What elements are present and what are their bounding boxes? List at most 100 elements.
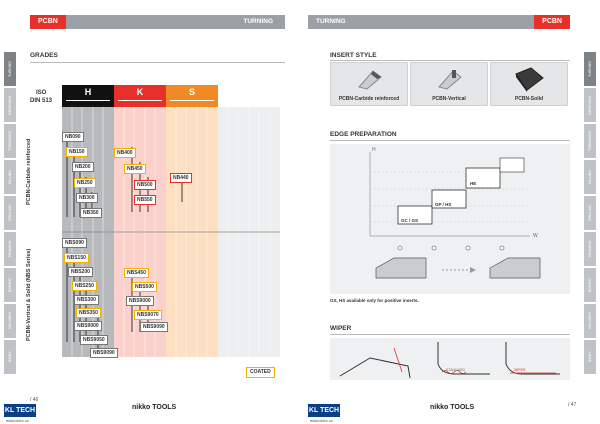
tab-turning-right[interactable]: TURNING [584,52,596,86]
grade-box: NBS9090 [90,348,118,358]
tab-reaming-left[interactable]: REAMING [4,232,16,266]
right-website: www.kltec.cz [310,418,333,423]
h-arrow-line [66,100,110,101]
grade-box: NBS300 [74,295,99,305]
insert-label: PCBN-Solid [514,96,544,102]
insert-vertical: PCBN-Vertical [410,62,488,106]
insert-solid: PCBN-Solid [490,62,568,106]
grade-box: NBS150 [64,253,89,263]
tab-index-right[interactable]: INDEX [584,340,596,374]
tab-boring-right[interactable]: BORING [584,268,596,302]
edge-axis-h: H [372,147,376,153]
group2-label: PCBN-Vertical & Solid (NBS Series) [26,248,32,342]
grade-box: NBS200 [68,267,93,277]
left-header-title: TURNING [243,18,273,25]
grade-box: NBS250 [72,281,97,291]
grade-box: NB450 [124,164,146,174]
grade-box: NBS9000 [74,321,102,331]
insert-title-rule [330,60,570,61]
wiper-title-rule [330,334,570,335]
grade-box: NBS9000 [126,296,154,306]
right-header-bar: TURNING PCBN [308,15,570,29]
insert-vertical-icon [438,70,462,90]
material-h-letter: H [84,87,92,97]
edge-box-label: GP / HS [435,202,452,207]
tab-drilling-right[interactable]: DRILLING [584,196,596,230]
tab-milling-left[interactable]: MILLING [4,160,16,194]
material-h-header: H [62,85,114,107]
tab-reaming-right[interactable]: REAMING [584,232,596,266]
edge-axis-w: W [533,233,538,239]
tab-grooving-left[interactable]: GROOVING [4,88,16,122]
grade-box: NB550 [134,195,156,205]
left-header-bar: PCBN TURNING [30,15,285,29]
grade-box: NBS450 [124,268,149,278]
grade-box: NB500 [134,180,156,190]
insert-carbide-reinforced: PCBN-Carbide reinforced [330,62,408,106]
left-nikko-logo: nikko TOOLS [132,404,177,411]
insert-label: PCBN-Carbide reinforced [338,96,400,102]
tab-drilling-left[interactable]: DRILLING [4,196,16,230]
grade-box: NB440 [170,173,192,183]
right-nikko-logo: nikko TOOLS [430,404,475,411]
grade-box: NB200 [72,162,94,172]
material-s-header: S [166,85,218,107]
grade-box: NBS090 [62,238,87,248]
wiper-panel: STANDARD WIPER [330,338,570,380]
tab-turning-left[interactable]: TURNING [4,52,16,86]
right-header-tag: PCBN [534,15,570,29]
iso-label: ISO [36,90,47,96]
tab-threading-left[interactable]: THREADING [4,124,16,158]
right-page-number: / 47 [568,402,577,408]
grade-box: NB150 [66,147,88,157]
wiper-label-wiper: WIPER [514,368,526,372]
edge-note: GS, HS available only for positive inser… [330,298,419,303]
left-website: www.kltec.cz [6,418,29,423]
s-arrow-line [170,100,214,101]
tab-milling-right[interactable]: MILLING [584,160,596,194]
wiper-title: WIPER [330,325,352,332]
insert-label: PCBN-Vertical [432,96,466,102]
material-k-letter: K [136,87,144,97]
tab-holders-right[interactable]: HOLDERS [584,304,596,338]
tab-holders-left[interactable]: HOLDERS [4,304,16,338]
insert-style-title: INSERT STYLE [330,52,377,59]
tab-grooving-right[interactable]: GROOVING [584,88,596,122]
insert-carbide-icon [358,70,382,90]
k-arrow-line [118,100,162,101]
din-label: DIN 513 [30,98,53,104]
left-page-number: / 46 [30,397,39,403]
grade-box: NBS9090 [140,322,168,332]
grade-box: NBS500 [132,282,157,292]
material-s-letter: S [188,87,195,97]
left-tab-strip: TURNING GROOVING THREADING MILLING DRILL… [4,52,16,382]
grades-title: GRADES [30,52,58,59]
left-kl-logo: KL TECH [4,404,36,417]
tab-boring-left[interactable]: BORING [4,268,16,302]
grade-box: NB350 [80,208,102,218]
grade-box: NBS9050 [80,335,108,345]
grade-box: NBS9070 [134,310,162,320]
right-tab-strip: TURNING GROOVING THREADING MILLING DRILL… [584,52,596,382]
group1-label: PCBN-Carbide reinforced [26,138,32,206]
tab-index-left[interactable]: INDEX [4,340,16,374]
material-k-header: K [114,85,166,107]
edge-diagram-panel: H W GC / GS GP / HS HE [330,144,570,294]
coated-legend: COATED [246,367,275,378]
grade-box: NB250 [74,178,96,188]
grade-box: NBS350 [76,308,101,318]
right-header-title: TURNING [316,18,346,25]
grades-title-rule [30,62,285,63]
edge-box-label: GC / GS [401,218,419,223]
edge-box-label: HE [470,181,477,186]
grade-box: NB090 [62,132,84,142]
tab-threading-right[interactable]: THREADING [584,124,596,158]
edge-title-rule [330,140,570,141]
wiper-diagram [339,342,560,379]
edge-diagram [369,152,541,279]
edge-prep-title: EDGE PREPARATION [330,131,397,138]
grade-grid-lines [62,107,280,357]
insert-solid-icon [515,67,544,92]
grade-box: NB300 [76,193,98,203]
right-kl-logo: KL TECH [308,404,340,417]
